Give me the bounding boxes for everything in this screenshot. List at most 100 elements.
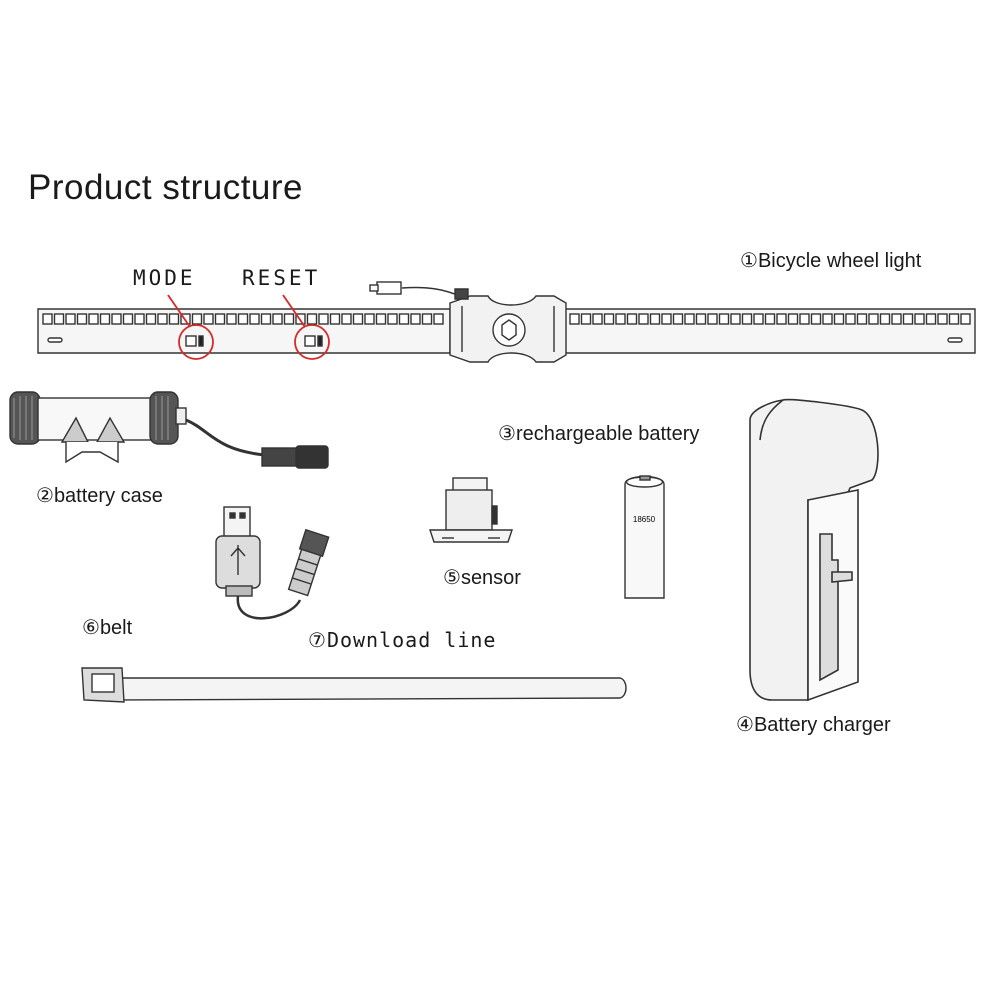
led-cell bbox=[318, 313, 329, 325]
led-cell bbox=[122, 313, 134, 325]
led-cell bbox=[615, 313, 626, 325]
component-6-name: belt bbox=[99, 617, 133, 639]
led-cell bbox=[799, 313, 810, 325]
led-cell bbox=[111, 313, 122, 325]
component-4-number: ④ bbox=[736, 714, 754, 736]
component-3-number: ③ bbox=[498, 423, 516, 445]
component-2-label: ②battery case bbox=[36, 483, 163, 508]
led-cell bbox=[937, 313, 948, 325]
led-cell bbox=[626, 313, 638, 325]
led-cell bbox=[845, 313, 856, 325]
led-cell bbox=[42, 313, 53, 325]
led-cell bbox=[925, 313, 937, 325]
led-row-right bbox=[569, 313, 971, 325]
component-1-name: Bicycle wheel light bbox=[757, 250, 922, 272]
battery-charger-illustration bbox=[749, 398, 879, 702]
sensor-illustration bbox=[429, 477, 513, 543]
led-cell bbox=[603, 313, 615, 325]
led-row-left bbox=[42, 313, 444, 325]
led-cell bbox=[764, 313, 776, 325]
belt-illustration bbox=[81, 667, 627, 703]
led-cell bbox=[375, 313, 387, 325]
led-cell bbox=[776, 313, 787, 325]
led-cell bbox=[76, 313, 88, 325]
led-cell bbox=[592, 313, 603, 325]
component-2-number: ② bbox=[36, 485, 54, 507]
component-4-label: ④Battery charger bbox=[736, 712, 891, 737]
led-cell bbox=[914, 313, 925, 325]
led-cell bbox=[569, 313, 580, 325]
battery-marking: 18650 bbox=[633, 515, 656, 524]
led-cell bbox=[157, 313, 168, 325]
led-cell bbox=[99, 313, 111, 325]
led-cell bbox=[879, 313, 891, 325]
led-cell bbox=[902, 313, 914, 325]
led-cell bbox=[341, 313, 352, 325]
led-cell bbox=[214, 313, 226, 325]
led-cell bbox=[65, 313, 76, 325]
led-cell bbox=[168, 313, 180, 325]
led-cell bbox=[237, 313, 249, 325]
led-cell bbox=[433, 313, 444, 325]
component-5-name: sensor bbox=[460, 567, 521, 589]
battery-case bbox=[9, 391, 329, 469]
led-cell bbox=[249, 313, 260, 325]
led-cell bbox=[787, 313, 799, 325]
led-cell bbox=[741, 313, 753, 325]
led-cell bbox=[226, 313, 237, 325]
led-cell bbox=[191, 313, 203, 325]
led-cell bbox=[283, 313, 295, 325]
led-cell bbox=[387, 313, 398, 325]
component-1-number: ① bbox=[740, 250, 758, 272]
download-line-cable bbox=[215, 506, 330, 620]
component-7-name: Download line bbox=[326, 628, 497, 652]
led-cell bbox=[707, 313, 718, 325]
led-cell bbox=[364, 313, 375, 325]
page-title: Product structure bbox=[28, 168, 303, 207]
led-cell bbox=[145, 313, 157, 325]
led-cell bbox=[421, 313, 433, 325]
led-cell bbox=[718, 313, 730, 325]
led-cell bbox=[352, 313, 364, 325]
led-cell bbox=[868, 313, 879, 325]
mode-button-label: MODE bbox=[133, 266, 196, 290]
led-cell bbox=[661, 313, 672, 325]
led-cell bbox=[810, 313, 822, 325]
component-6-number: ⑥ bbox=[82, 617, 100, 639]
led-cell bbox=[753, 313, 764, 325]
component-5-label: ⑤sensor bbox=[443, 565, 521, 590]
led-cell bbox=[822, 313, 833, 325]
led-cell bbox=[948, 313, 960, 325]
led-cell bbox=[730, 313, 741, 325]
led-cell bbox=[306, 313, 318, 325]
component-6-label: ⑥belt bbox=[82, 615, 132, 640]
callout-circles bbox=[167, 294, 330, 360]
led-cell bbox=[960, 313, 971, 325]
reset-button-label: RESET bbox=[242, 266, 321, 290]
led-cell bbox=[410, 313, 421, 325]
component-3-name: rechargeable battery bbox=[515, 423, 700, 445]
led-cell bbox=[672, 313, 684, 325]
led-cell bbox=[649, 313, 661, 325]
component-5-number: ⑤ bbox=[443, 567, 461, 589]
led-cell bbox=[329, 313, 341, 325]
led-cell bbox=[260, 313, 272, 325]
component-1-label: ①Bicycle wheel light bbox=[740, 248, 921, 273]
led-cell bbox=[88, 313, 99, 325]
led-cell bbox=[891, 313, 902, 325]
led-cell bbox=[695, 313, 707, 325]
led-cell bbox=[580, 313, 592, 325]
component-2-name: battery case bbox=[53, 485, 163, 507]
led-cell bbox=[272, 313, 283, 325]
component-7-label: ⑦Download line bbox=[308, 628, 496, 652]
led-cell bbox=[856, 313, 868, 325]
led-cell bbox=[684, 313, 695, 325]
wheel-light bbox=[37, 281, 976, 363]
battery-18650 bbox=[624, 475, 665, 599]
component-3-label: ③rechargeable battery bbox=[498, 421, 699, 446]
led-cell bbox=[134, 313, 145, 325]
component-7-number: ⑦ bbox=[308, 628, 327, 652]
led-cell bbox=[203, 313, 214, 325]
led-cell bbox=[833, 313, 845, 325]
